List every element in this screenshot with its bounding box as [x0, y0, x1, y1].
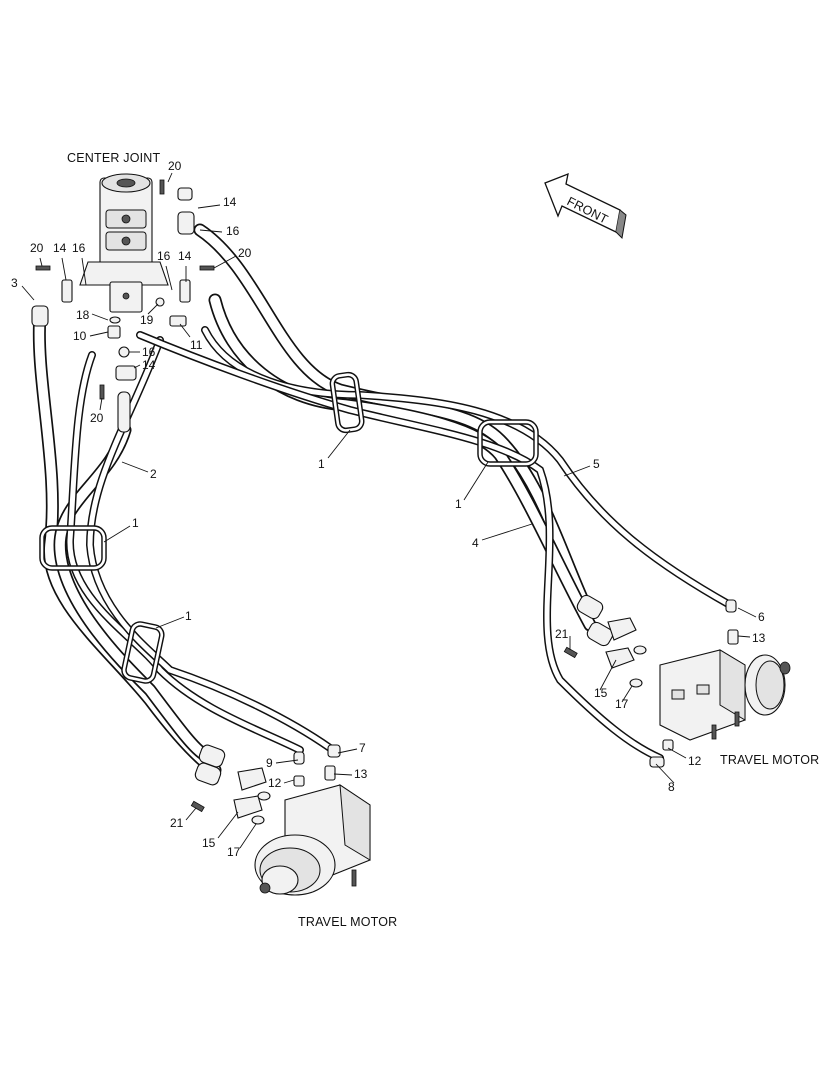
center-joint-assembly [31, 173, 215, 433]
callout-14: 14 [223, 195, 237, 209]
travel-motor-left-title: TRAVEL MOTOR [298, 915, 397, 929]
callout-3: 3 [11, 276, 18, 290]
callout-14: 14 [142, 358, 156, 372]
callout-16: 16 [226, 224, 240, 238]
front-arrow: FRONT [544, 172, 627, 240]
callout-2: 2 [150, 467, 157, 481]
center-joint-title: CENTER JOINT [67, 151, 161, 165]
callout-15: 15 [594, 686, 608, 700]
callout-13: 13 [354, 767, 368, 781]
callout-1: 1 [132, 516, 139, 530]
travel-motor-left [190, 744, 371, 896]
callout-20: 20 [168, 159, 182, 173]
callout-17: 17 [615, 697, 629, 711]
callout-12: 12 [688, 754, 702, 768]
callout-1: 1 [185, 609, 192, 623]
callout-20: 20 [238, 246, 252, 260]
callout-1: 1 [455, 497, 462, 511]
callout-14: 14 [178, 249, 192, 263]
leader-lines [21, 172, 757, 849]
callout-10: 10 [73, 329, 87, 343]
callout-14: 14 [53, 241, 67, 255]
callout-21: 21 [555, 627, 569, 641]
callout-19: 19 [140, 313, 154, 327]
callout-16: 16 [72, 241, 86, 255]
callout-4: 4 [472, 536, 479, 550]
callout-11: 11 [190, 338, 203, 352]
callout-7: 7 [359, 741, 366, 755]
clamps [39, 371, 539, 684]
callout-5: 5 [593, 457, 600, 471]
callout-1: 1 [318, 457, 325, 471]
callout-15: 15 [202, 836, 216, 850]
callout-13: 13 [752, 631, 766, 645]
callout-21: 21 [170, 816, 184, 830]
callout-12: 12 [268, 776, 282, 790]
callout-9: 9 [266, 756, 273, 770]
callout-20: 20 [90, 411, 104, 425]
callout-numbers: 20 14 16 20 14 16 16 14 20 3 18 19 10 11… [11, 159, 766, 859]
hose-bundle [32, 223, 734, 777]
callout-6: 6 [758, 610, 765, 624]
travel-motor-right [563, 594, 791, 768]
callout-20: 20 [30, 241, 44, 255]
callout-16: 16 [157, 249, 171, 263]
callout-16: 16 [142, 345, 156, 359]
travel-motor-right-title: TRAVEL MOTOR [720, 753, 819, 767]
callout-8: 8 [668, 780, 675, 794]
callout-17: 17 [227, 845, 241, 859]
callout-18: 18 [76, 308, 90, 322]
